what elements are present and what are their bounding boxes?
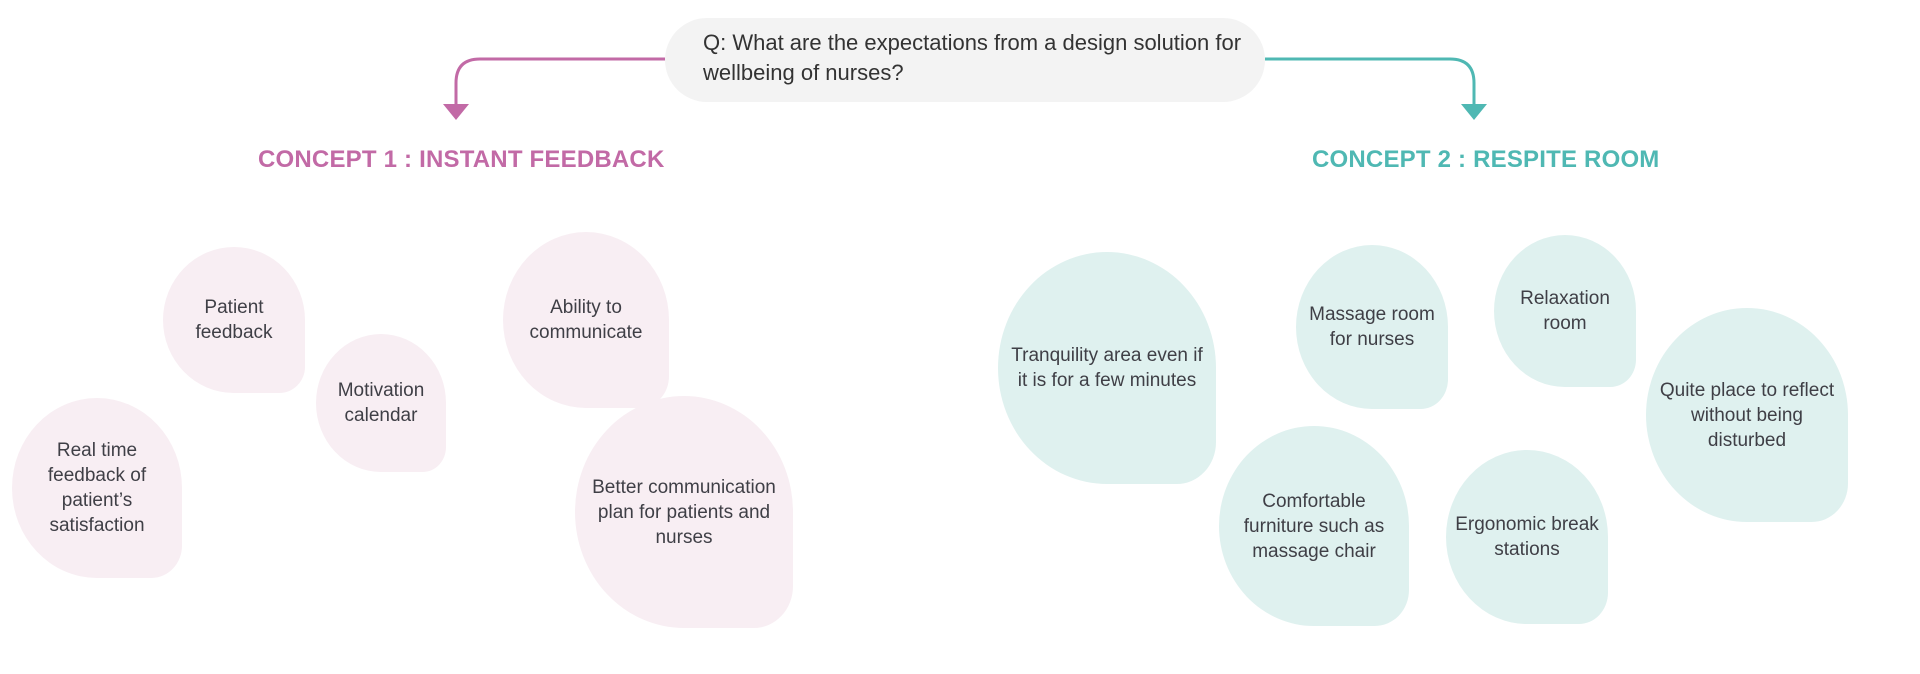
idea-bubble-tranquility-area: Tranquility area even if it is for a few… [998, 252, 1216, 484]
idea-bubble-comfortable-furniture: Comfortable furniture such as massage ch… [1219, 426, 1409, 626]
idea-bubble-relaxation-room: Relaxation room [1494, 235, 1636, 387]
idea-bubble-motivation-calendar: Motivation calendar [316, 334, 446, 472]
arrow-to-concept-1 [454, 57, 665, 104]
question-box: Q: What are the expectations from a desi… [665, 18, 1265, 102]
idea-bubble-ergonomic-break-stations: Ergonomic break stations [1446, 450, 1608, 624]
question-text: Q: What are the expectations from a desi… [703, 30, 1242, 85]
arrowhead-concept-2 [1461, 104, 1487, 120]
arrow-to-concept-2 [1265, 57, 1476, 104]
concept-1-title: CONCEPT 1 : INSTANT FEEDBACK [258, 146, 665, 173]
arrowhead-concept-1 [443, 104, 469, 120]
idea-bubble-patient-feedback: Patient feedback [163, 247, 305, 393]
idea-bubble-quiet-place: Quite place to reflect without being dis… [1646, 308, 1848, 522]
concept-2-title: CONCEPT 2 : RESPITE ROOM [1312, 146, 1660, 173]
idea-bubble-real-time-feedback: Real time feedback of patient’s satisfac… [12, 398, 182, 578]
idea-bubble-better-communication-plan: Better communication plan for patients a… [575, 396, 793, 628]
idea-bubble-massage-room: Massage room for nurses [1296, 245, 1448, 409]
idea-bubble-ability-to-communicate: Ability to communicate [503, 232, 669, 408]
